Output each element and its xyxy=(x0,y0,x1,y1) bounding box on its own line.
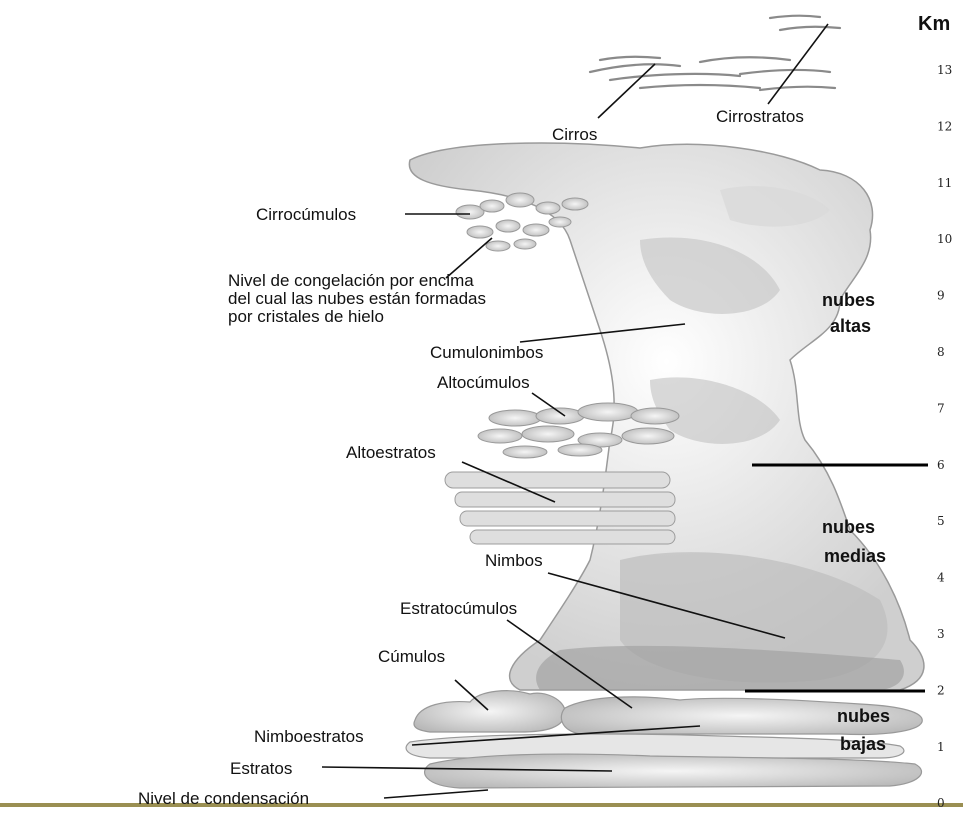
label-nimbos: Nimbos xyxy=(485,551,543,570)
altitude-tick-0: 0 xyxy=(937,796,945,810)
label-nimboestratos: Nimboestratos xyxy=(254,727,364,746)
cirrocumulus-clouds xyxy=(456,193,588,251)
altitude-tick-9: 9 xyxy=(937,289,945,303)
zone-bajas-line2: bajas xyxy=(840,734,886,754)
altitude-tick-5: 5 xyxy=(937,514,945,528)
altitude-tick-10: 10 xyxy=(937,232,952,246)
axis-unit: Km xyxy=(918,13,950,35)
label-cumulonimbos: Cumulonimbos xyxy=(430,343,543,362)
zone-medias-line1: nubes xyxy=(822,517,875,537)
label-congelacion-3: por cristales de hielo xyxy=(228,307,384,326)
label-congelacion-2: del cual las nubes están formadas xyxy=(228,289,486,308)
altitude-tick-8: 8 xyxy=(937,345,945,359)
altitude-tick-1: 1 xyxy=(937,740,945,754)
label-estratocumulos: Estratocúmulos xyxy=(400,599,517,618)
altitude-tick-12: 12 xyxy=(937,119,952,133)
altitude-tick-13: 13 xyxy=(937,63,952,77)
label-altocumulos: Altocúmulos xyxy=(437,373,530,392)
cirrus-clouds xyxy=(590,16,840,90)
altitude-tick-7: 7 xyxy=(937,401,945,415)
zone-altas-line2: altas xyxy=(830,316,871,336)
zone-bajas-line1: nubes xyxy=(837,706,890,726)
altitude-tick-3: 3 xyxy=(937,627,945,641)
zone-medias-line2: medias xyxy=(824,546,886,566)
label-cirrostratos: Cirrostratos xyxy=(716,107,804,126)
altitude-tick-4: 4 xyxy=(937,571,945,585)
altitude-tick-2: 2 xyxy=(937,683,945,697)
label-estratos: Estratos xyxy=(230,759,292,778)
label-cirros: Cirros xyxy=(552,125,597,144)
label-condensacion: Nivel de condensación xyxy=(138,789,309,808)
label-cirrocumulos: Cirrocúmulos xyxy=(256,205,356,224)
zone-altas-line1: nubes xyxy=(822,290,875,310)
label-congelacion-1: Nivel de congelación por encima xyxy=(228,271,474,290)
altitude-tick-11: 11 xyxy=(937,176,952,190)
altitude-tick-6: 6 xyxy=(937,458,945,472)
label-cumulos: Cúmulos xyxy=(378,647,445,666)
label-altoestratos: Altoestratos xyxy=(346,443,436,462)
